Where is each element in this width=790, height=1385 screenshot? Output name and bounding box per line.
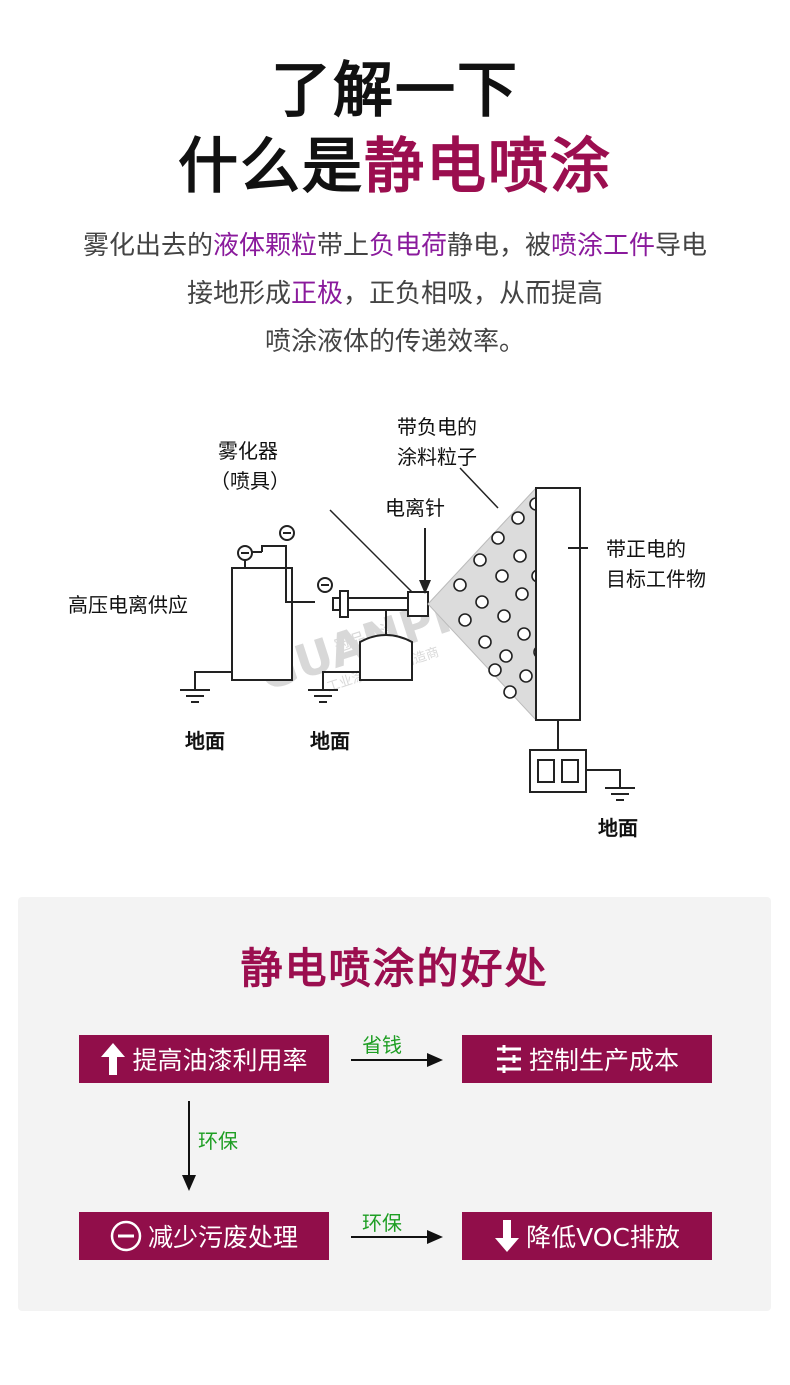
arrow-label-eco-bottom: 环保 xyxy=(362,1211,402,1235)
benefit-box-paint-utilization: 提高油漆利用率 xyxy=(79,1035,329,1083)
intro-text: ，正负相吸，从而提高 xyxy=(343,279,604,309)
intro-highlight: 液体颗粒 xyxy=(212,231,317,261)
atomizer-label: 雾化器 xyxy=(218,439,278,463)
wire xyxy=(194,671,232,690)
atomizer-pointer-line xyxy=(329,509,413,593)
page-title-line1: 了解一下 xyxy=(271,56,519,126)
down-arrow-connector-icon xyxy=(182,1101,196,1191)
paint-cup xyxy=(359,634,413,681)
intro-text: 接地形成 xyxy=(186,279,291,309)
right-arrow-icon xyxy=(351,1230,443,1244)
intro-highlight: 负电荷 xyxy=(368,231,447,261)
benefit-label: 降低VOC排放 xyxy=(526,1223,680,1252)
workpiece-label: 带正电的 xyxy=(606,537,686,561)
particles-pointer-line xyxy=(459,467,499,509)
ground-clamp xyxy=(561,759,579,783)
intro-text: 静电，被 xyxy=(447,231,552,261)
benefit-label: 提高油漆利用率 xyxy=(132,1046,308,1075)
intro-text: 雾化出去的 xyxy=(82,231,213,261)
title-accent: 静电喷涂 xyxy=(364,132,612,202)
ion-needle-label: 电离针 xyxy=(385,496,445,520)
charged-particles-label-sub: 涂料粒子 xyxy=(397,445,477,469)
ground-label: 地面 xyxy=(310,729,350,753)
page-title-line2: 什么是静电喷涂 xyxy=(0,128,790,206)
title-prefix: 什么是 xyxy=(178,132,364,202)
benefits-title: 静电喷涂的好处 xyxy=(240,944,549,993)
benefit-label: 控制生产成本 xyxy=(528,1046,679,1075)
intro-text: 导电 xyxy=(655,231,708,261)
diagram-svg: GUANPIN 冠品喷涂 工业涂装设备制造商 xyxy=(68,415,706,840)
down-arrow-icon xyxy=(494,1219,520,1253)
benefit-box-waste-reduction: 减少污废处理 xyxy=(79,1212,329,1260)
benefits-panel: 静电喷涂的好处 提高油漆利用率 控制生产成本 减少污废处理 降低VOC排放 省钱 xyxy=(18,897,771,1311)
workpiece-label-sub: 目标工件物 xyxy=(606,567,706,591)
intro-highlight: 正极 xyxy=(290,279,343,309)
hv-supply-box xyxy=(231,567,293,681)
electrostatic-spray-diagram: GUANPIN 冠品喷涂 工业涂装设备制造商 xyxy=(40,380,760,850)
arrow-label-eco: 环保 xyxy=(198,1129,238,1153)
hv-supply-label: 高压电离供应 xyxy=(68,593,188,617)
sliders-icon xyxy=(495,1044,523,1074)
arrow-label-save-money: 省钱 xyxy=(362,1033,402,1057)
wire xyxy=(586,769,621,788)
spray-nozzle xyxy=(407,591,429,617)
intro-paragraph: 雾化出去的液体颗粒带上负电荷静电，被喷涂工件导电 接地形成正极，正负相吸，从而提… xyxy=(20,222,770,366)
minus-circle-icon xyxy=(110,1220,142,1252)
arrow-head-icon xyxy=(419,580,431,594)
wire xyxy=(322,671,360,690)
benefit-box-voc-reduction: 降低VOC排放 xyxy=(462,1212,712,1260)
benefit-label: 减少污废处理 xyxy=(147,1223,298,1252)
atomizer-label-sub: （喷具） xyxy=(210,469,290,493)
spray-gun-handle xyxy=(339,590,349,618)
intro-line-1: 雾化出去的液体颗粒带上负电荷静电，被喷涂工件导电 xyxy=(20,222,770,270)
up-arrow-icon xyxy=(100,1042,126,1076)
wire xyxy=(261,545,315,603)
ground-clamp xyxy=(537,759,555,783)
ground-label: 地面 xyxy=(185,729,225,753)
ground-label: 地面 xyxy=(598,816,638,840)
intro-text: 带上 xyxy=(316,231,369,261)
intro-line-3: 喷涂液体的传递效率。 xyxy=(264,327,525,357)
benefit-box-cost-control: 控制生产成本 xyxy=(462,1035,712,1083)
workpiece xyxy=(535,487,581,721)
intro-highlight: 喷涂工件 xyxy=(551,231,656,261)
intro-line-2: 接地形成正极，正负相吸，从而提高 xyxy=(20,270,770,318)
charged-particles-label: 带负电的 xyxy=(397,415,477,439)
right-arrow-icon xyxy=(351,1053,443,1067)
